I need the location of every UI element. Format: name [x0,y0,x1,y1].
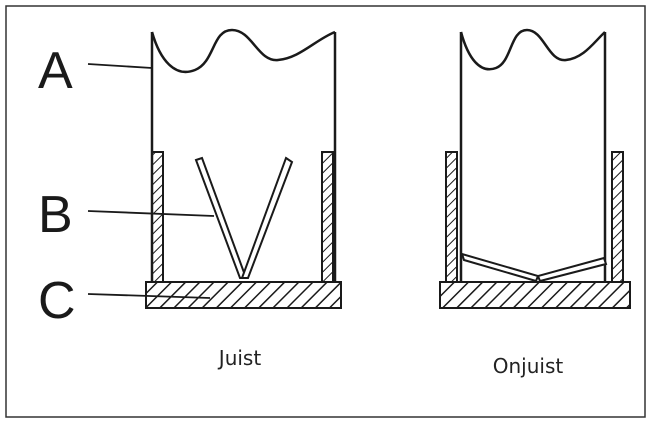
leader-c [87,293,211,299]
side-wall-right-right [611,151,624,283]
leader-a [87,63,153,69]
tube-a-wavy-top [150,28,336,73]
tube-right-wavy-top [459,28,606,71]
label-b: B [38,186,73,244]
caption-incorrect: Onjuist [493,354,564,378]
correct-illustration: A B C Juist [38,28,342,370]
side-wall-left [151,151,164,283]
leader-b [87,210,215,217]
side-wall-right [321,151,334,283]
side-wall-right-left [445,151,458,283]
label-c: C [38,272,76,330]
base-right [439,281,631,309]
flap-b-right [240,156,294,279]
incorrect-illustration: Onjuist [439,28,631,378]
label-a: A [38,42,73,100]
base-c [145,281,342,309]
caption-correct: Juist [217,346,262,370]
